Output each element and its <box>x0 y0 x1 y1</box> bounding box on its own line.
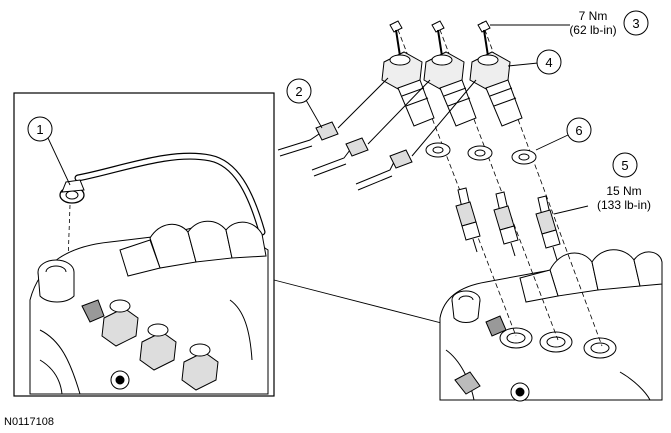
callout-3: 7 Nm (62 lb-in) 3 <box>490 9 649 37</box>
spark-plugs <box>455 187 561 261</box>
electrical-connectors <box>277 77 477 191</box>
callout-4-circle <box>536 49 562 75</box>
callout-6-circle <box>566 117 592 143</box>
callout-5-spec-value: 15 Nm <box>606 184 641 198</box>
figure-id: N0117108 <box>4 416 54 428</box>
callout-6: 6 <box>535 117 592 151</box>
vent-connector <box>59 179 85 204</box>
callout-2-circle <box>286 78 312 104</box>
engine-inset <box>29 220 269 395</box>
callout-3-spec-alt: (62 lb-in) <box>569 23 616 37</box>
callout-5: 5 15 Nm (133 lb-in) <box>553 152 651 215</box>
callout-6-number: 6 <box>575 123 582 138</box>
callout-1: 1 <box>27 116 71 186</box>
callout-4: 4 <box>507 49 562 75</box>
coil-bolts <box>389 20 491 57</box>
callout-4-number: 4 <box>545 55 552 70</box>
ignition-coils <box>381 51 523 127</box>
callout-3-number: 3 <box>632 16 639 31</box>
callout-2: 2 <box>286 78 323 129</box>
callout-1-number: 1 <box>36 122 43 137</box>
callout-5-spec-alt: (133 lb-in) <box>597 198 651 212</box>
callout-3-spec-value: 7 Nm <box>579 9 608 23</box>
engine-main <box>439 249 663 402</box>
callout-1-circle <box>27 116 53 142</box>
exploded-parts <box>277 20 603 347</box>
inset-detail <box>13 92 275 397</box>
callout-3-circle <box>623 10 649 36</box>
callout-5-number: 5 <box>621 158 628 173</box>
coil-seals <box>425 142 537 165</box>
callout-2-number: 2 <box>295 84 302 99</box>
callout-5-circle <box>612 152 638 178</box>
